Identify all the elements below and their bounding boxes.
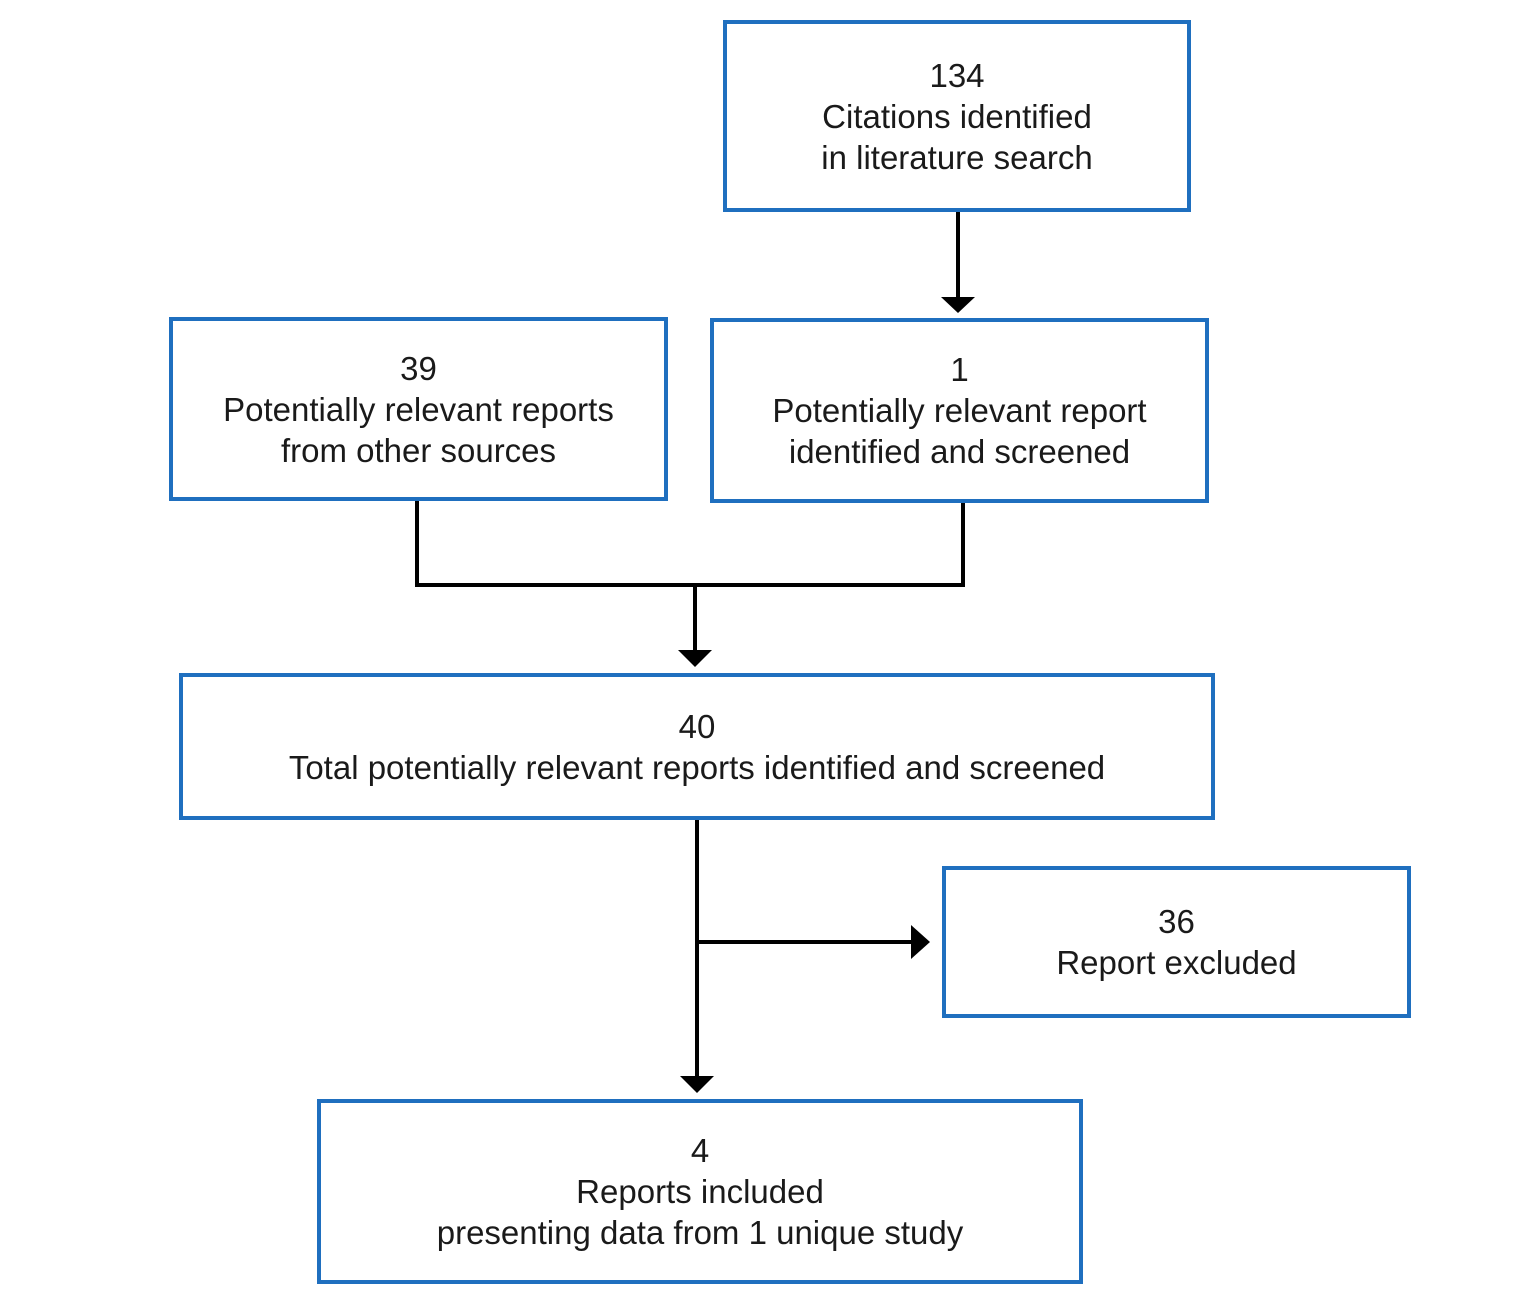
citations-label-line1: Citations identified: [822, 97, 1092, 135]
screened-label-line2: identified and screened: [788, 433, 1131, 470]
excluded-box: 36 Report excluded: [942, 866, 1411, 1018]
citations-label-line2: in literature search: [821, 138, 1093, 176]
total-label: Total potentially relevant reports ident…: [288, 748, 1106, 786]
screened-report-box: 1 Potentially relevant report identified…: [710, 318, 1209, 503]
excluded-label: Report excluded: [1056, 944, 1297, 981]
arrowhead-to-total: [678, 650, 712, 667]
citations-identified-box: 134 Citations identified in literature s…: [723, 20, 1191, 212]
arrowhead-to-included: [680, 1076, 714, 1093]
total-screened-box: 40 Total potentially relevant reports id…: [179, 673, 1215, 820]
citations-count: 134: [929, 56, 985, 94]
included-box: 4 Reports included presenting data from …: [317, 1099, 1083, 1284]
included-label-line1: Reports included: [576, 1173, 824, 1210]
total-count: 40: [678, 707, 716, 745]
other-sources-box: 39 Potentially relevant reports from oth…: [169, 317, 668, 501]
arrowhead-to-screened: [941, 297, 975, 313]
arrowhead-to-excluded: [911, 925, 930, 959]
other-sources-label-line2: from other sources: [280, 431, 557, 469]
connector-merge-to-total: [415, 501, 965, 587]
other-sources-label-line1: Potentially relevant reports: [223, 390, 614, 428]
other-sources-count: 39: [400, 349, 437, 387]
included-label-line2: presenting data from 1 unique study: [436, 1214, 964, 1251]
included-count: 4: [690, 1132, 710, 1169]
screened-label-line1: Potentially relevant report: [772, 392, 1147, 429]
excluded-count: 36: [1158, 903, 1195, 940]
screened-count: 1: [950, 351, 969, 388]
